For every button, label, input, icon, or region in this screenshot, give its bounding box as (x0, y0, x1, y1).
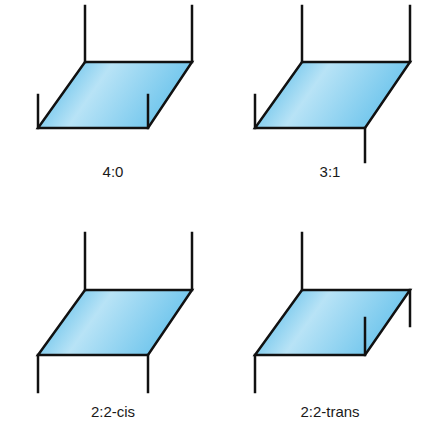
down-bond (37, 355, 40, 392)
isomer-label: 2:2-cis (91, 403, 135, 420)
down-bond (254, 355, 257, 392)
square-plane (255, 290, 410, 355)
up-bond (301, 6, 304, 62)
up-bond (254, 95, 257, 128)
down-bond (364, 128, 367, 162)
up-bond (364, 318, 367, 355)
up-bond (84, 6, 87, 62)
down-bond (409, 290, 412, 326)
up-bond (301, 233, 304, 290)
square-plane (38, 290, 192, 355)
square-plane (255, 62, 410, 128)
up-bond (84, 233, 87, 290)
square-plane (38, 62, 192, 128)
isomer-label: 3:1 (320, 163, 341, 180)
isomer-label: 4:0 (103, 163, 124, 180)
isomer-label: 2:2-trans (300, 403, 359, 420)
up-bond (409, 6, 412, 62)
up-bond (191, 6, 194, 62)
up-bond (37, 95, 40, 128)
up-bond (147, 95, 150, 128)
down-bond (147, 355, 150, 392)
up-bond (191, 233, 194, 290)
